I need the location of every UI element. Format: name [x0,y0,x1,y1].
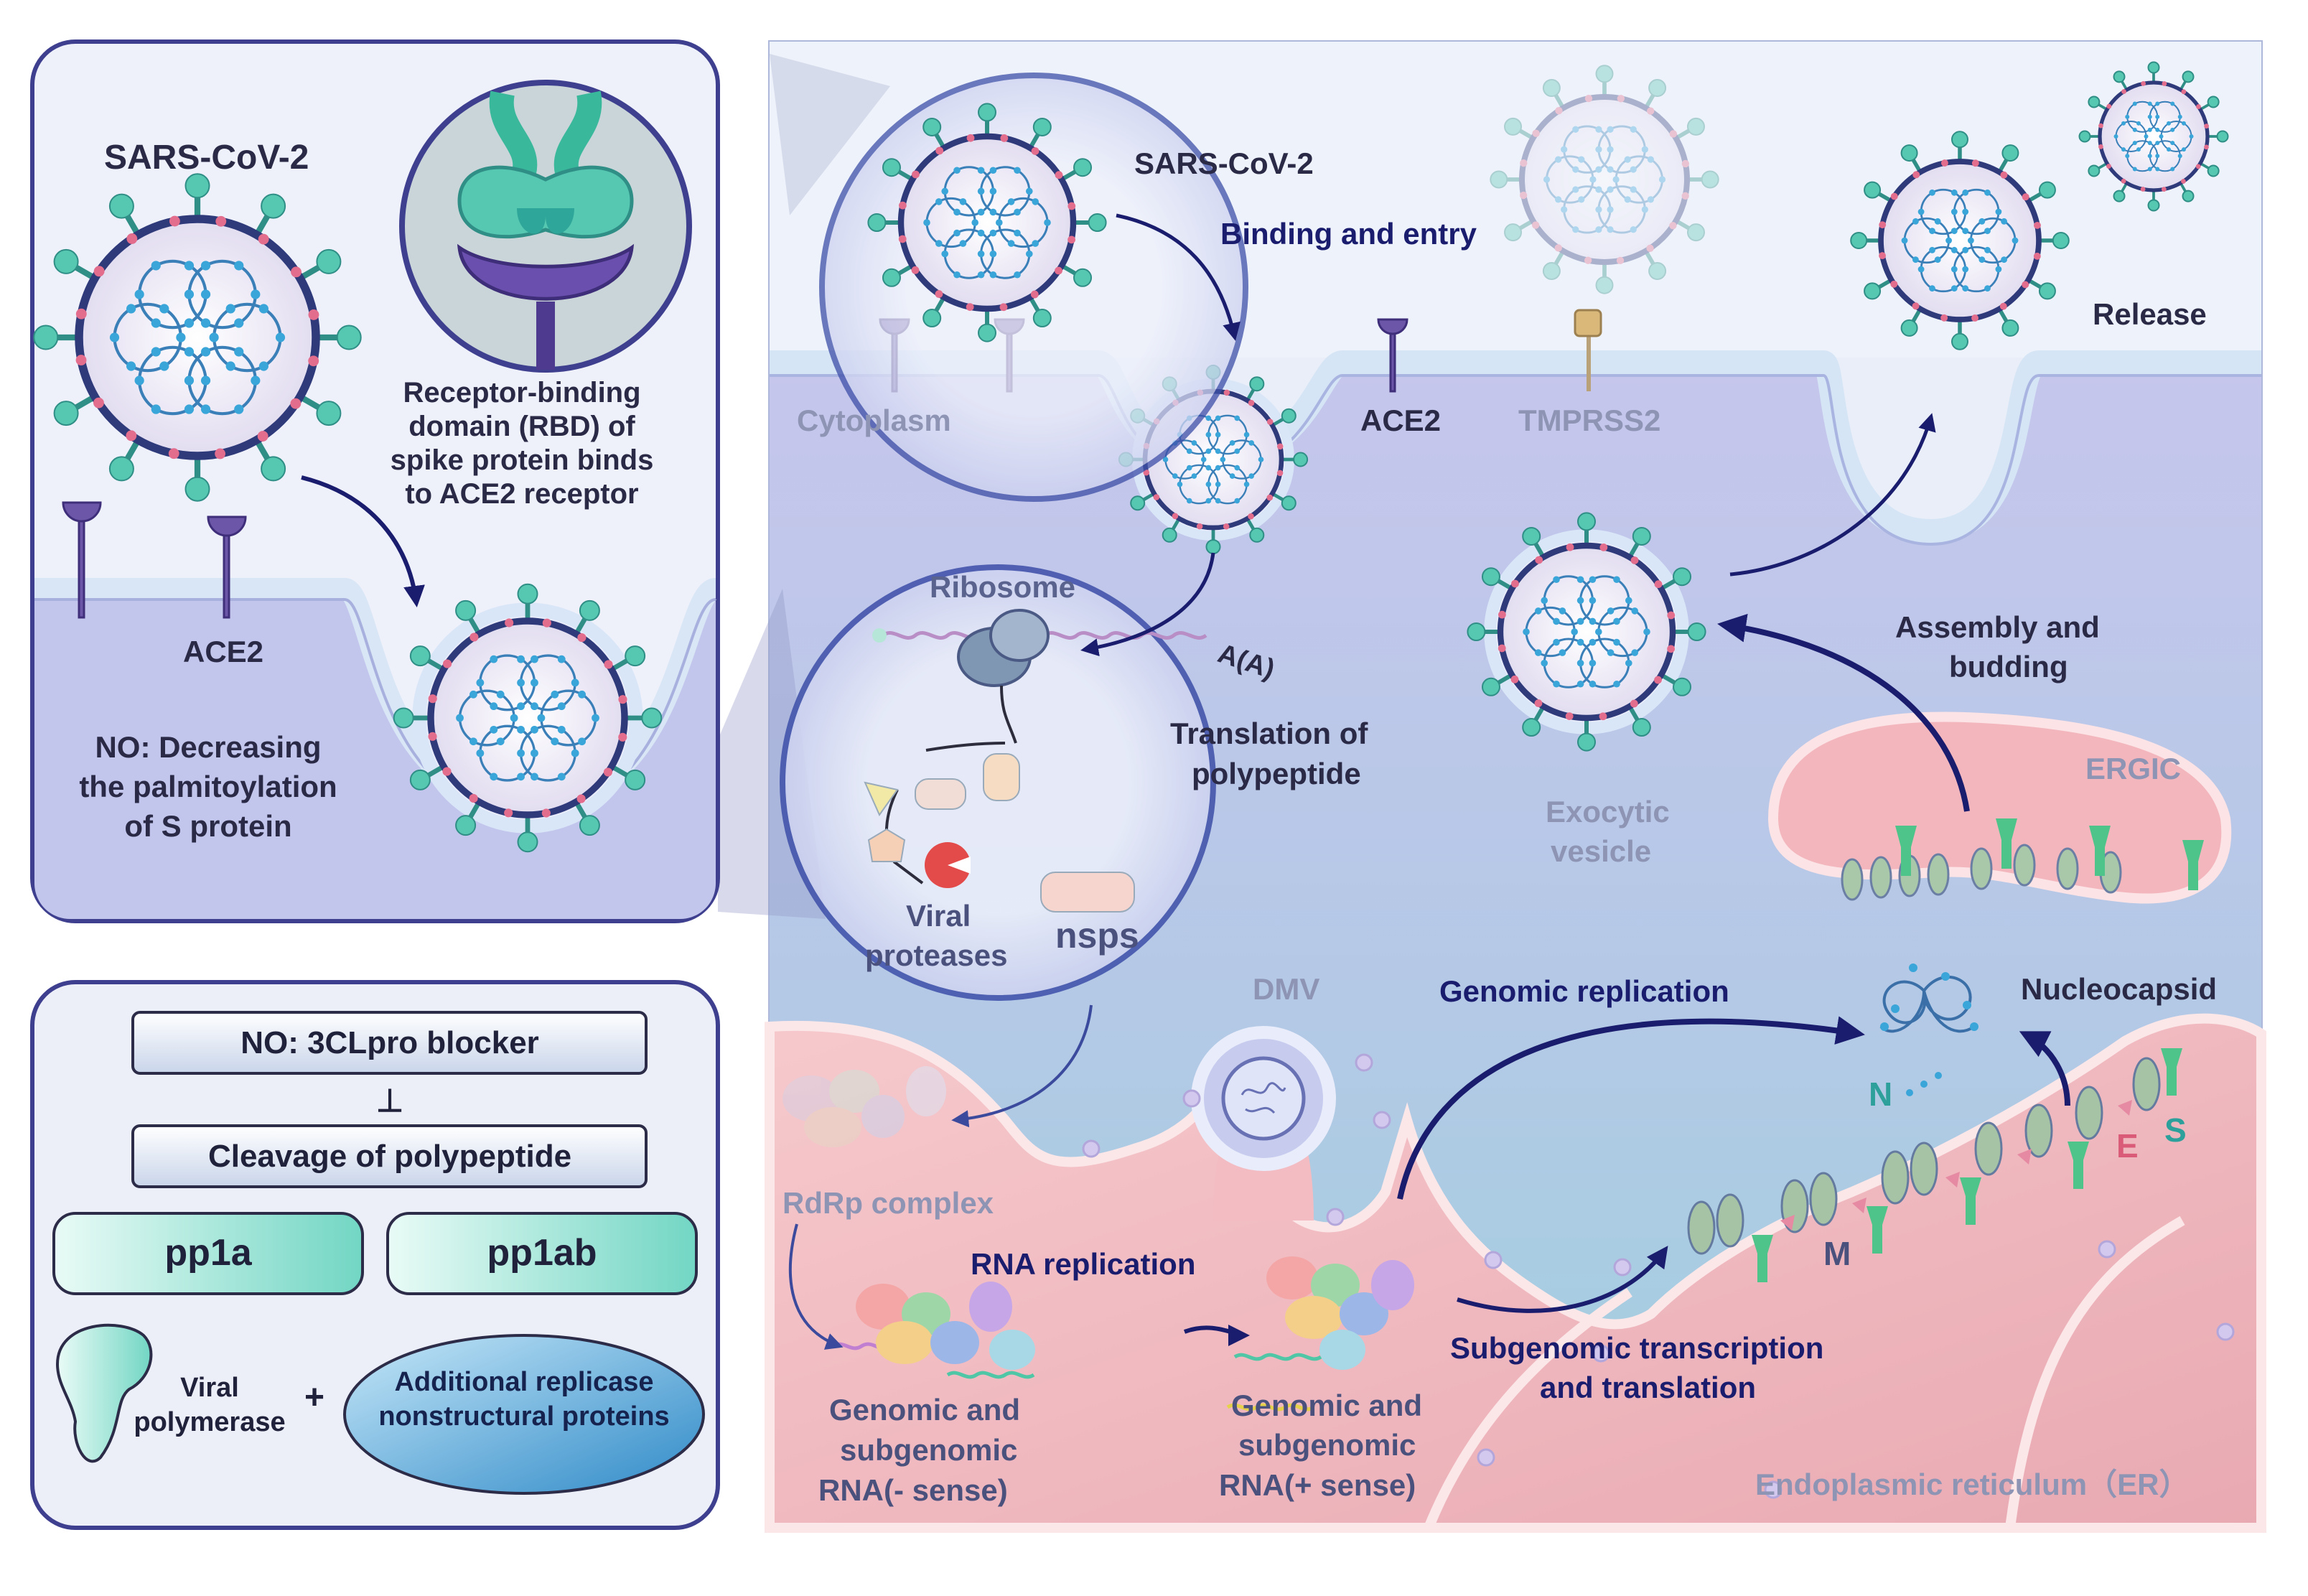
nucleocapsid-icon [1879,963,1978,1096]
blocker-label: NO: 3CLpro blocker [240,1025,539,1060]
tmprss2-icon [1574,309,1602,391]
genomic-replication-label: Genomic replication [1439,974,1729,1008]
tmprss2-label: TMPRSS2 [1518,403,1660,437]
minus-rna-label-1: Genomic and [829,1393,1020,1427]
er-label: Endoplasmic reticulum（ER） [1755,1467,2189,1501]
pp1ab-box [386,1212,698,1295]
virus-icon [2078,61,2229,212]
protein-beads [864,753,1135,913]
rna-replication-complex-right [1226,1256,1414,1411]
cleavage-box [131,1124,648,1188]
assembly-label-2: budding [1949,650,2068,683]
virus-icon [867,103,1107,342]
pp1a-box [52,1212,364,1295]
release-label: Release [2093,297,2207,331]
translation-label-2: polypeptide [1192,757,1361,790]
e-protein-label: E [2116,1127,2139,1165]
virus-icon [1850,131,2070,350]
left-virus-label: SARS-CoV-2 [104,139,309,177]
nsps-label: nsps [1055,915,1139,956]
replicase-label-2: nonstructural proteins [378,1401,669,1432]
nucleocapsid-label: Nucleocapsid [2021,972,2217,1006]
replicase-ellipse [343,1334,705,1495]
main-virus-label: SARS-CoV-2 [1134,146,1314,180]
polymerase-label-1: Viral [180,1373,239,1403]
cleavage-label: Cleavage of polypeptide [208,1139,571,1174]
rbd-caption-4: to ACE2 receptor [405,478,638,510]
virus-icon [393,583,663,853]
ergic-label: ERGIC [2085,752,2181,785]
rbd-caption-3: spike protein binds [391,444,654,476]
proteases-label-1: Viral [906,899,971,933]
dmv-icon [1191,1026,1336,1221]
subgenomic-label-1: Subgenomic transcription [1450,1331,1823,1365]
pp1a-label: pp1a [164,1232,252,1274]
ribosome-label: Ribosome [930,570,1075,604]
dmv-label: DMV [1253,972,1319,1006]
subgenomic-label-2: and translation [1540,1371,1756,1404]
rdrp-label: RdRp complex [782,1186,994,1220]
replicase-label-1: Additional replicase [394,1367,653,1397]
no-caption-3: of S protein [124,809,291,843]
no-caption-1: NO: Decreasing [95,730,321,764]
binding-label: Binding and entry [1220,217,1477,251]
plus-rna-label-2: subgenomic [1238,1428,1416,1462]
proteases-label-2: proteases [865,938,1007,972]
pp1ab-label: pp1ab [487,1232,597,1274]
translation-zoom-circle [780,564,1216,1001]
exocytic-label-1: Exocytic [1546,795,1670,829]
m-protein-label: M [1823,1235,1851,1272]
flow-arrows [1080,213,2070,1346]
inhibit-symbol: ⊥ [376,1083,403,1119]
left-ace2-label: ACE2 [183,635,263,668]
er-membrane-proteins [1687,1048,2182,1282]
replicase-panel [30,980,720,1530]
rna-replication-complex-left [831,1282,1035,1379]
vesicle-dots [1082,1053,2235,1499]
ergic-icon [1767,711,2232,904]
cytoplasm-label: Cytoplasm [797,403,951,437]
virus-icon [33,173,362,502]
rbd-caption-1: Receptor-binding [403,377,640,409]
assembly-label-1: Assembly and [1895,610,2100,644]
plus-sign: + [304,1378,324,1417]
ace2-receptor-icon [62,501,247,619]
s-protein-label: S [2164,1111,2187,1149]
ribosome-icon [957,609,1050,687]
translation-label-1: Translation of [1170,717,1368,750]
protease-icon [925,842,971,888]
n-protein-label: N [1869,1075,1892,1113]
no-caption-2: the palmitoylation [79,770,337,803]
virus-icon [1490,65,1719,294]
polymerase-label-2: polymerase [134,1407,285,1437]
exocytic-label-2: vesicle [1551,834,1651,868]
rdrp-complex-icon [782,1066,946,1147]
minus-rna-label-3: RNA(- sense) [818,1473,1008,1507]
virus-icon [1467,512,1706,752]
rna-replication-label: RNA replication [971,1247,1195,1281]
er-membrane [765,1013,2266,1533]
slate-arrows [788,1004,1093,1350]
minus-rna-label-2: subgenomic [840,1433,1017,1467]
polymerase-icon [55,1323,153,1463]
ace2-main-label: ACE2 [1360,403,1441,437]
plus-rna-label-1: Genomic and [1231,1389,1422,1422]
blocker-box [131,1011,648,1075]
rbd-caption-2: domain (RBD) of [408,411,635,442]
plus-rna-label-3: RNA(+ sense) [1219,1468,1416,1502]
